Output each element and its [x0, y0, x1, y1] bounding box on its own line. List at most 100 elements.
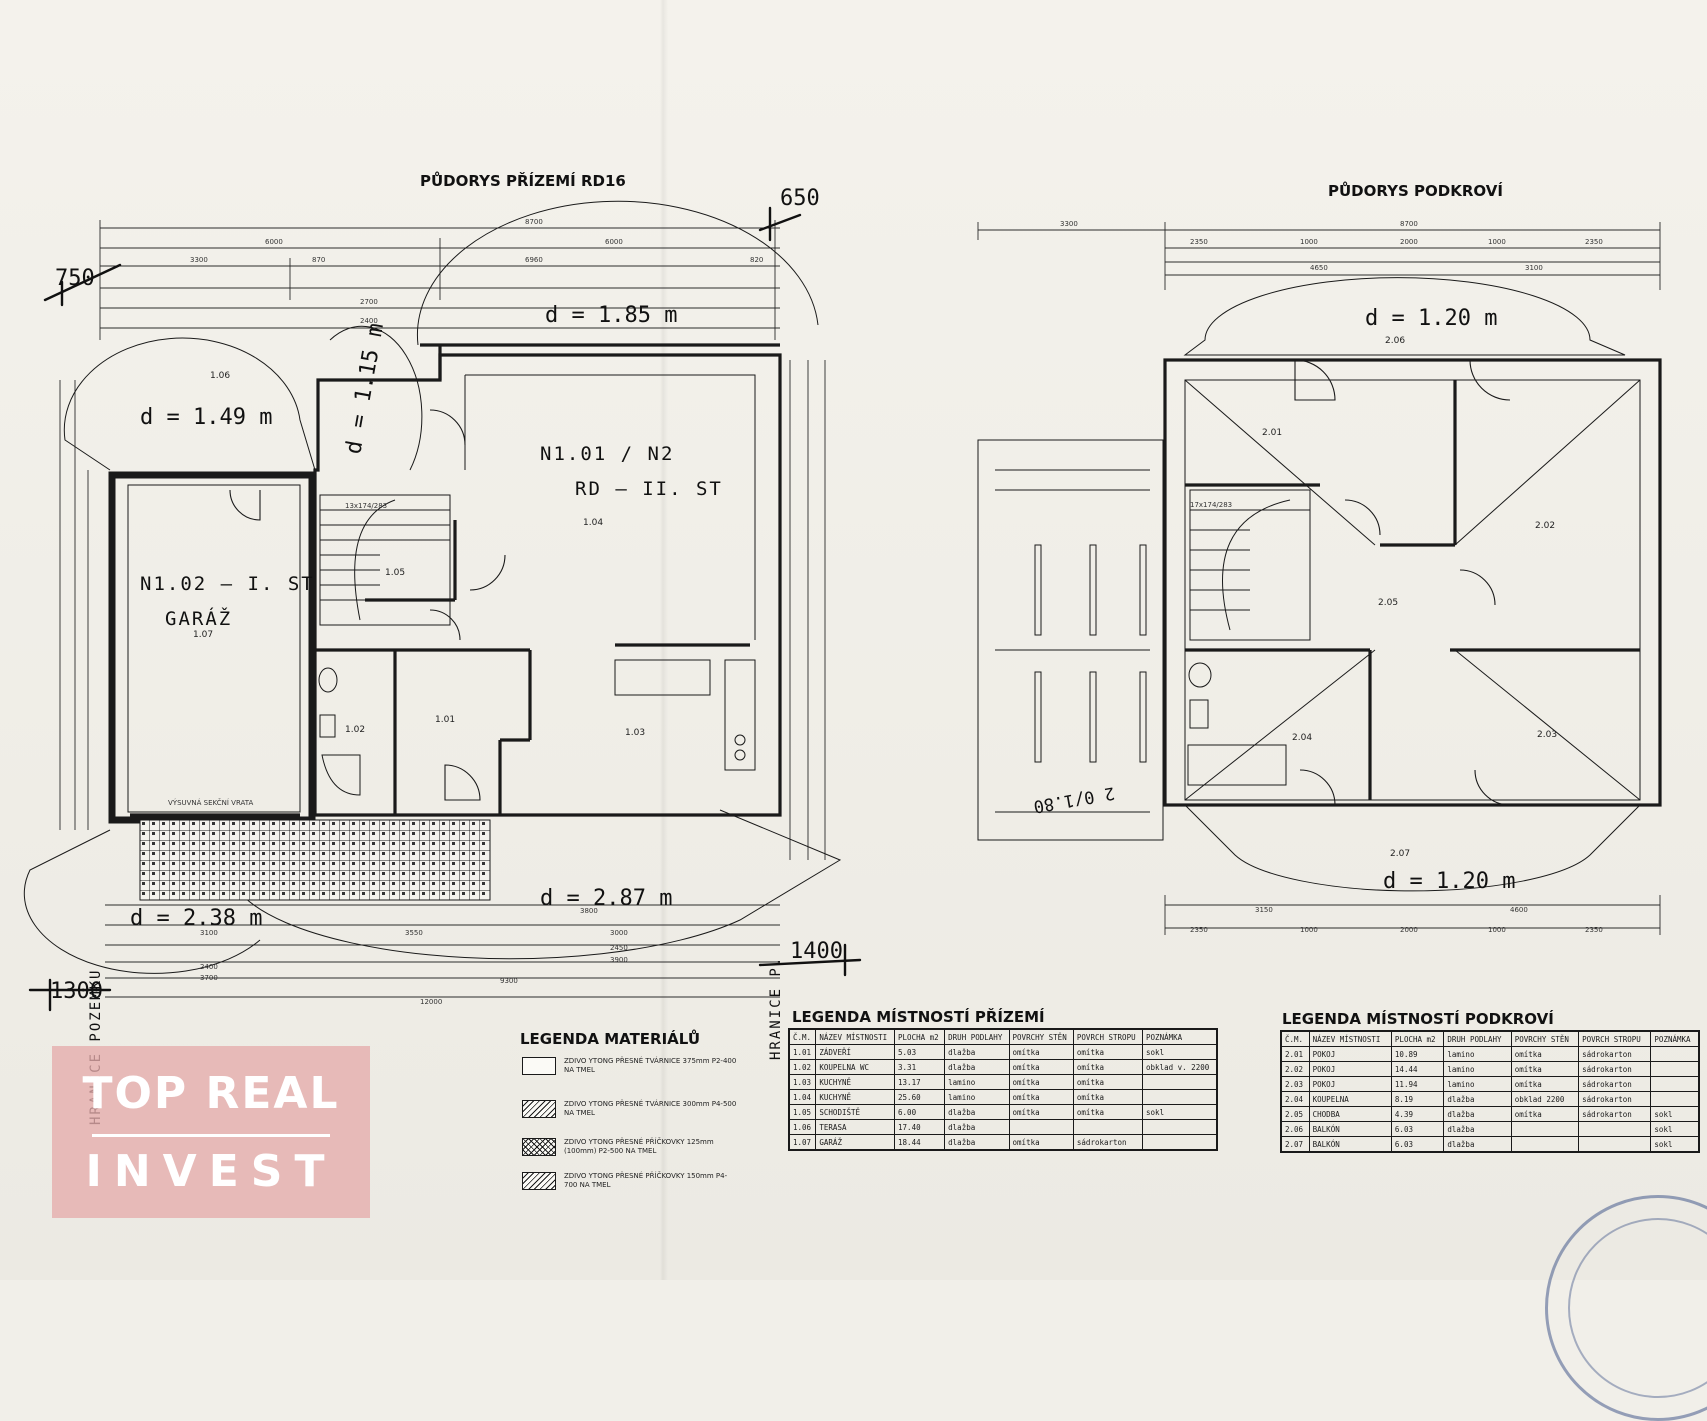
attic-top-dimension-lines — [977, 222, 1661, 290]
stove-burner — [734, 749, 746, 761]
table-header-row: Č.M. NÁZEV MÍSTNOSTI PLOCHA m2 DRUH PODL… — [1280, 1030, 1700, 1047]
table-cell: lamino — [1443, 1046, 1512, 1062]
dim-label: 2350 — [1190, 238, 1208, 246]
attic-bottom-dimension-lines — [1164, 895, 1661, 935]
table-header-cell: Č.M. — [788, 1028, 817, 1045]
room-label: 1.06 — [210, 371, 230, 381]
table-header-cell: NÁZEV MÍSTNOSTI — [1308, 1030, 1392, 1047]
materials-legend-item: ZDIVO YTONG PŘESNÉ TVÁRNICE 375mm P2-400… — [522, 1057, 739, 1075]
material-text: ZDIVO YTONG PŘESNÉ PŘÍČKOVKY 150mm P4-70… — [564, 1172, 728, 1189]
terrace-arc-sw — [23, 829, 261, 974]
table-cell: sokl — [1650, 1136, 1700, 1153]
table-cell — [1650, 1046, 1700, 1062]
table-cell: omítka — [1008, 1104, 1074, 1120]
hand-note-ceiling-height: d = 2.87 m — [540, 886, 672, 911]
table-cell: lamino — [944, 1089, 1010, 1105]
dim-label: 1000 — [1488, 238, 1506, 246]
table-cell: POKOJ — [1308, 1046, 1392, 1062]
ground-stair-note: 13x174/283 — [345, 502, 387, 510]
table-header-cell: POVRCHY STĚN — [1008, 1028, 1074, 1045]
ground-partitions — [315, 520, 750, 815]
room-label: 1.03 — [625, 728, 645, 738]
room-label: 1.05 — [385, 568, 405, 578]
dim-label: 3300 — [190, 256, 208, 264]
table-cell: CHODBA — [1308, 1106, 1392, 1122]
table-cell: KOUPELNA WC — [815, 1059, 896, 1075]
table-cell: omítka — [1510, 1106, 1580, 1122]
table-cell: 8.19 — [1390, 1091, 1445, 1107]
ground-room-legend-table: Č.M. NÁZEV MÍSTNOSTI PLOCHA m2 DRUH PODL… — [788, 1028, 1218, 1151]
garage-wall — [108, 471, 316, 824]
table-cell — [1008, 1119, 1074, 1135]
attic-room-labels: 2.01 2.02 2.03 2.04 2.05 2.06 2.07 — [1262, 336, 1557, 859]
ground-side-dimension-lines — [59, 360, 826, 860]
ground-hand-notes: d = 1.85 m d = 1.49 m d = 1.15 m d = 2.3… — [50, 186, 843, 1125]
room-label: 1.07 — [193, 630, 213, 640]
room-label: 1.04 — [583, 518, 603, 528]
dim-label: 6000 — [265, 238, 283, 246]
table-cell: omítka — [1008, 1074, 1074, 1090]
dim-label: 2450 — [610, 944, 628, 952]
table-cell: 1.05 — [788, 1104, 817, 1120]
terrace-arc-west — [63, 337, 316, 471]
table-cell: BALKÓN — [1308, 1136, 1392, 1153]
ground-room-legend-title: LEGENDA MÍSTNOSTÍ PŘÍZEMÍ — [792, 1008, 1045, 1026]
attic-staircase — [1189, 489, 1311, 641]
table-cell: omítka — [1072, 1044, 1144, 1060]
material-swatch-hatch — [522, 1172, 556, 1190]
table-cell: sádrokarton — [1578, 1046, 1652, 1062]
hand-note-unit-a: N1.01 / N2 — [540, 443, 674, 465]
table-cell: dlažba — [944, 1044, 1010, 1060]
room-label: 2.06 — [1385, 336, 1405, 346]
material-swatch-grid — [522, 1138, 556, 1156]
table-cell: omítka — [1072, 1059, 1144, 1075]
dim-label: 1000 — [1300, 926, 1318, 934]
table-cell — [1578, 1121, 1652, 1137]
table-header-cell: DRUH PODLAHY — [1443, 1030, 1512, 1047]
dim-label: 2700 — [360, 298, 378, 306]
table-cell: 1.06 — [788, 1119, 817, 1135]
table-cell: obklad 2200 — [1510, 1091, 1580, 1107]
dim-label: 3550 — [405, 929, 423, 937]
table-cell: dlažba — [944, 1119, 1010, 1135]
table-header-cell: POVRCHY STĚN — [1510, 1030, 1580, 1047]
table-cell — [1142, 1074, 1218, 1090]
room-label: 2.04 — [1292, 733, 1312, 743]
table-header-cell: Č.M. — [1280, 1030, 1310, 1047]
dim-label: 6000 — [605, 238, 623, 246]
terrace-arc-south — [229, 809, 842, 960]
table-cell: POKOJ — [1308, 1076, 1392, 1092]
materials-legend-item: ZDIVO YTONG PŘESNÉ TVÁRNICE 300mm P4-500… — [522, 1100, 739, 1118]
table-cell: 11.94 — [1390, 1076, 1445, 1092]
table-cell: 1.02 — [788, 1059, 817, 1075]
terrace-arc-north — [416, 200, 819, 346]
material-text: ZDIVO YTONG PŘESNÉ TVÁRNICE 300mm P4-500… — [564, 1100, 737, 1117]
table-cell: TERASA — [815, 1119, 896, 1135]
table-cell: sádrokarton — [1578, 1091, 1652, 1107]
dim-label: 2350 — [1190, 926, 1208, 934]
hand-edge-dim: 650 — [780, 186, 820, 211]
attic-room-legend-table: Č.M. NÁZEV MÍSTNOSTI PLOCHA m2 DRUH PODL… — [1280, 1030, 1700, 1153]
ground-top-dims-text: 8700 6000 6000 3300 870 6960 820 2700 24… — [190, 218, 763, 325]
table-cell: 6.00 — [894, 1104, 946, 1120]
table-cell — [1510, 1136, 1580, 1153]
hand-note-ceiling-height: d = 1.15 m — [341, 321, 389, 456]
attic-stair-note: 17x174/283 — [1190, 501, 1232, 509]
table-cell: 2.04 — [1280, 1091, 1310, 1107]
dim-label: 3100 — [1525, 264, 1543, 272]
hand-note-roof-slope: 2 0/1.80 — [1032, 782, 1116, 816]
dim-label: 2350 — [1585, 926, 1603, 934]
ground-bottom-dimension-lines — [105, 904, 780, 998]
dim-label: 870 — [312, 256, 325, 264]
